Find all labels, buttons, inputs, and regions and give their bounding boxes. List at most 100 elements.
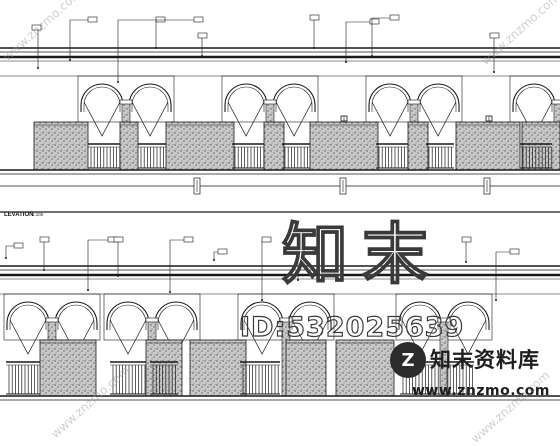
callout — [5, 242, 24, 259]
leader-dot — [313, 47, 315, 49]
stone-wall — [309, 121, 379, 171]
callout — [489, 32, 500, 73]
leader-line — [371, 17, 390, 56]
arch — [80, 83, 124, 112]
callout-tag — [197, 32, 208, 39]
leader-dot — [5, 257, 7, 259]
callout — [297, 248, 314, 281]
leader-dot — [37, 67, 39, 69]
callout — [155, 16, 204, 49]
leader-line — [117, 19, 156, 82]
arch-drape — [275, 101, 313, 137]
column-capital — [407, 99, 421, 105]
stone-wall — [165, 121, 235, 171]
stone-wall — [285, 339, 327, 397]
arch — [128, 83, 172, 112]
arch — [398, 301, 442, 330]
stone-wall — [335, 339, 395, 397]
callout-tag — [489, 32, 500, 39]
leader-dot — [43, 269, 45, 271]
arch — [154, 301, 198, 330]
arch-drape — [83, 101, 121, 137]
stone-wall — [33, 121, 89, 171]
callout-tag — [309, 14, 320, 21]
arch-inner — [371, 86, 409, 112]
arch — [6, 301, 50, 330]
callout-tag — [183, 236, 194, 243]
arch-drape — [419, 101, 457, 137]
arch-inner — [57, 304, 95, 330]
arch-frame — [509, 75, 560, 123]
stone-wall — [407, 121, 429, 171]
arch-drape — [449, 319, 487, 355]
section-title: LEVATION — [4, 212, 33, 218]
column-capital — [45, 317, 59, 323]
arch — [240, 301, 284, 330]
callout-tag — [87, 16, 98, 23]
arch-inner — [275, 86, 313, 112]
column-capital — [279, 317, 293, 323]
arch-drape — [109, 319, 147, 355]
callout — [117, 16, 166, 83]
callout — [197, 32, 208, 57]
leader-line — [87, 239, 108, 290]
column-capital — [437, 317, 451, 323]
callout — [69, 16, 98, 61]
arch — [272, 83, 316, 112]
arch — [106, 301, 150, 330]
callout-tag — [509, 248, 520, 255]
arch-inner — [131, 86, 169, 112]
callout-tag — [31, 24, 42, 31]
stone-wall — [145, 339, 183, 397]
callout-tag — [13, 242, 24, 249]
callout — [87, 236, 118, 291]
callout — [345, 18, 380, 63]
elevation-drawing: LEVATION 1:100 — [0, 14, 560, 401]
callout — [213, 248, 228, 261]
column-capital — [551, 99, 560, 105]
callout — [495, 248, 520, 301]
callout-tag — [217, 248, 228, 255]
leader-line — [495, 251, 510, 300]
leader-dot — [465, 261, 467, 263]
leader-dot — [261, 299, 263, 301]
callout-tag — [39, 236, 50, 243]
arch — [446, 301, 490, 330]
arch — [512, 83, 556, 112]
lower-elevation — [0, 236, 560, 401]
leader-line — [310, 17, 315, 48]
stone-wall — [455, 121, 521, 171]
stone-wall — [263, 121, 285, 171]
section-scale: 1:100 — [32, 212, 44, 217]
brand-name: 知末资料库 — [430, 347, 540, 372]
leader-dot — [345, 61, 347, 63]
leader-line — [69, 19, 88, 60]
arch-inner — [109, 304, 147, 330]
upper-elevation — [0, 14, 560, 195]
leader-dot — [69, 59, 71, 61]
leader-dot — [169, 291, 171, 293]
stone-wall — [119, 121, 139, 171]
callout-tag — [261, 236, 272, 243]
leader-line — [169, 239, 184, 292]
arch-inner — [83, 86, 121, 112]
arch-drape — [371, 101, 409, 137]
callout-tag — [193, 16, 204, 23]
callout-tag — [303, 248, 314, 255]
arch-inner — [291, 304, 329, 330]
brand-logo-icon: Z — [390, 342, 426, 378]
stone-wall — [39, 339, 97, 397]
leader-dot — [495, 299, 497, 301]
leader-line — [462, 239, 467, 262]
leader-line — [5, 245, 14, 258]
stone-wall — [189, 339, 247, 397]
callout — [169, 236, 194, 293]
column-capital — [263, 99, 277, 105]
watermark-id: ID:532025639 — [239, 312, 465, 343]
watermark-chars: 知末 — [281, 216, 442, 293]
callout — [261, 236, 272, 301]
arch-drape — [243, 319, 281, 355]
arch-inner — [401, 304, 439, 330]
callout — [113, 236, 124, 277]
leader-line — [345, 21, 370, 62]
